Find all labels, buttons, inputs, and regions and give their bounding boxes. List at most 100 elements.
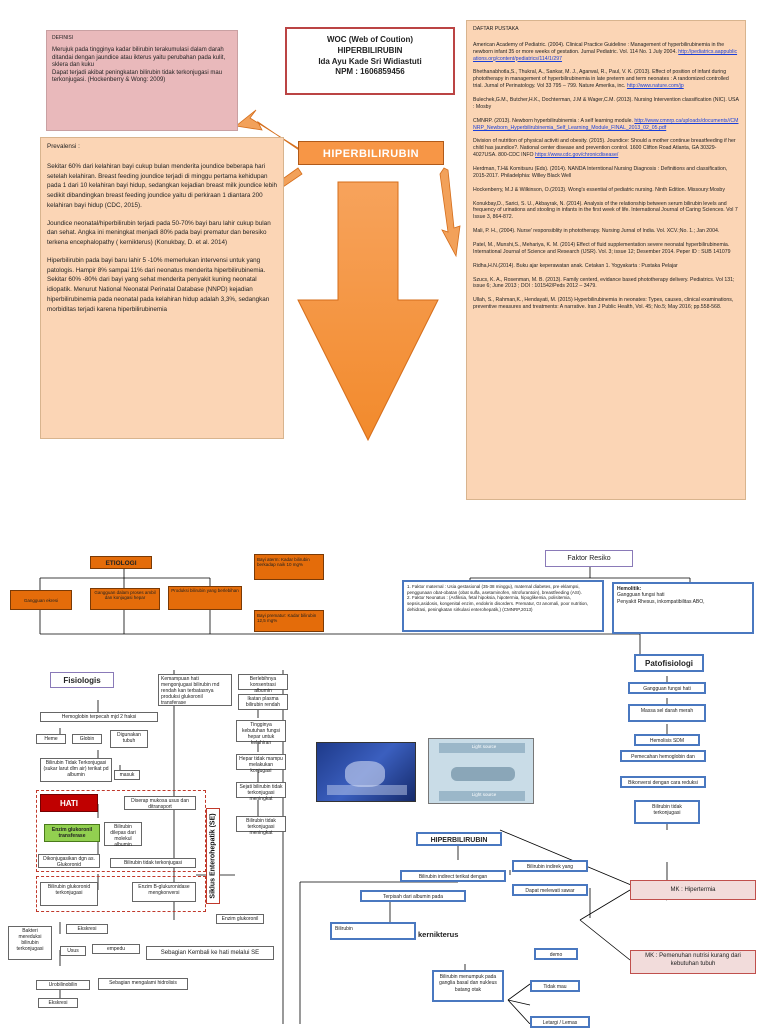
digunakan-tubuh-box: Digunakan tubuh — [110, 730, 148, 748]
middle-step-2: Berlebihnya konsentrasi albumin — [238, 674, 288, 694]
faktor-resiko-list-1: 1. Faktor maternal : Usia gestasional (3… — [402, 580, 604, 632]
reference-link[interactable]: http://www.nature.com/jp — [626, 83, 684, 90]
reference-text: Mali, P. H., (2004). Nurse' responsiblit… — [473, 228, 720, 235]
ekskresi-box-2: Ekskresi — [38, 998, 78, 1008]
reference-text: Bhethanabhotla,S., Thukral, A., Sankar, … — [473, 69, 729, 90]
urobilinobilin-box: Urobilinobilin — [36, 980, 90, 990]
etiologi-label: ETIOLOGI — [90, 556, 152, 569]
center-title: HIPERBILIRUBIN — [298, 141, 444, 165]
bottom-step-6: Bilirubin menumpuk pada ganglia basal da… — [432, 970, 504, 1002]
ekskresi-box-1: Ekskresi — [66, 924, 108, 934]
heme-box: Heme — [36, 734, 66, 744]
bottom-step-4: Dapat melewati sawar — [512, 884, 588, 896]
faktor-resiko-label: Faktor Resiko — [545, 550, 633, 567]
bilirubin-dilepas-box: Bilirubin dilepas dari molekul albumin — [104, 822, 142, 848]
patofisiologi-step-1: Gangguan fungsi hati — [628, 682, 706, 694]
definisi-box: DEFINISI Merujuk pada tingginya kadar bi… — [46, 30, 238, 131]
patofisiologi-step-4: Pemecahan hemoglobin dan — [620, 750, 706, 762]
hemolitik-title: Hemolitik: — [617, 586, 642, 592]
reference-link[interactable]: http://www.cmnrp.ca/uploads/documents//C… — [473, 117, 739, 131]
infant-silhouette — [345, 761, 385, 787]
hemolitik-text: Gangguan fungsi hati Penyakit Rhesus, in… — [617, 592, 705, 605]
enzim-glukoronil-box: Enzim glukoronil — [216, 914, 264, 924]
mk-nutrisi: MK : Pemenuhan nutrisi kurang dari kebut… — [630, 950, 756, 974]
reference-item: Bhethanabhotla,S., Thukral, A., Sankar, … — [473, 69, 739, 90]
prevalensi-box: Prevalensi : Sekitar 60% dari kelahiran … — [40, 137, 284, 439]
middle-step-6: Sejati bilirubin tidak terkonjugasi meni… — [236, 782, 286, 802]
patofisiologi-label: Patofisiologi — [634, 654, 704, 672]
reference-item: Patel, M., Munshi,S., Mehariya, K. M. (2… — [473, 242, 739, 256]
usus-box: Usus — [60, 946, 86, 956]
bottom-step-3: Bilirubin indirek yang — [512, 860, 588, 872]
patofisiologi-step-3: Hemolisis SDM — [634, 734, 700, 746]
daftar-pustaka-heading: DAFTAR PUSTAKA — [473, 26, 519, 32]
reference-item: Mali, P. H., (2004). Nurse' responsiblit… — [473, 228, 739, 235]
globin-box: Globin — [72, 734, 102, 744]
etiologi-item-1: Gangguan ekresi — [10, 590, 72, 610]
bottom-step-5: Bilirubin — [330, 922, 416, 940]
definisi-heading: DEFINISI — [52, 35, 74, 41]
middle-step-1: Kemampuan hati mengonjugasi bilirubin rn… — [158, 674, 232, 706]
bilirubin-glukoronid-box: Bilirubin glukoronid terkonjugasi — [40, 882, 98, 906]
bottom-step-8: Tidak mau — [530, 980, 580, 992]
etiologi-item-2: Gangguan dalam proses ambil dan konjugas… — [90, 588, 160, 610]
dikonjugasikan-box: Dikonjugasikan dgn as. Glukoronid — [38, 854, 100, 868]
woc-title-box: WOC (Web of Coution) HIPERBILIRUBIN Ida … — [285, 27, 455, 95]
light-source-top — [439, 743, 525, 753]
bilirubin-tidak-terkonjugasi-2-box: Bilirubin tidak terkonjugasi — [110, 858, 196, 868]
woc-line-2: HIPERBILIRUBIN — [337, 45, 403, 55]
blanket-shape — [327, 785, 407, 795]
reference-item: Bulechek,G.M., Butcher,H.K., Dochterman,… — [473, 97, 739, 111]
mk-hipertermia: MK : Hipertermia — [630, 880, 756, 900]
reference-text: Patel, M., Munshi,S., Mehariya, K. M. (2… — [473, 242, 731, 255]
reference-text: Hockenberry, M.J & Wilkinson, O.(2013). … — [473, 186, 725, 193]
enzim-box: Enzim glukoronil transferase — [44, 824, 100, 842]
bottom-step-1: Bilirubin indirect terikat dengan — [400, 870, 506, 882]
woc-line-1: WOC (Web of Coution) — [326, 35, 414, 44]
reference-text: American Academy of Pediatric. (2004). C… — [473, 41, 725, 55]
light-source-label-bottom: Light source — [471, 792, 497, 797]
siklus-enterohepatik-label: Siklus Enterohepatik (SE) — [209, 813, 217, 899]
reference-link[interactable]: http://pediatrics.aappublications.org/co… — [473, 48, 738, 62]
siklus-enterohepatik-box: Siklus Enterohepatik (SE) — [206, 808, 220, 904]
hati-box: HATI — [40, 794, 98, 812]
enzim-b-glukuronidase-box: Enzim B-glukuronidase mengkonversi — [132, 882, 196, 902]
phototherapy-diagram: Light source Light source — [428, 738, 534, 804]
reference-text: Division of nutrition of physical activi… — [473, 138, 736, 159]
hidrolisis-box: Sebagian mengalami hidrolisis — [98, 978, 188, 990]
definisi-text-2: Dapat terjadi akibat peningkatan bilirub… — [52, 69, 223, 84]
definisi-text-1: Merujuk pada tingginya kadar bilirubin t… — [52, 47, 226, 69]
infant-figure — [451, 767, 515, 781]
middle-step-7: Bilirubin tidak terkonjugasi meningkat — [236, 816, 286, 836]
patofisiologi-step-6: Bilirubin tidak terkonjugasi — [634, 800, 700, 824]
etiologi-side-2: Bayi prematur: Kadar bilirubin 12,5 mg% — [254, 610, 324, 632]
hati-dashed-group — [36, 790, 206, 872]
reference-text: CMNRP. (2013). Newborn hyperbilirubinemi… — [473, 117, 633, 124]
reference-list: American Academy of Pediatric. (2004). C… — [473, 42, 739, 311]
kembali-ke-hati-box: Sebagian Kembali ke hati melalui SE — [146, 946, 274, 960]
reference-item: Division of nutrition of physical activi… — [473, 138, 739, 159]
reference-text: Konukbay,D., Sarici, S. U., Akbayrak, N.… — [473, 200, 738, 221]
daftar-pustaka-box: DAFTAR PUSTAKA American Academy of Pedia… — [466, 20, 746, 500]
woc-line-4: NPM : 1606859456 — [335, 67, 405, 77]
reference-item: Konukbay,D., Sarici, S. U., Akbayrak, N.… — [473, 201, 739, 222]
reference-item: American Academy of Pediatric. (2004). C… — [473, 42, 739, 63]
phototherapy-photo-1 — [316, 742, 416, 802]
reference-text: Herdman, T.H& Komitsuru (Eds). (2014). N… — [473, 166, 728, 179]
reference-item: Ullah, S., Rahman,K., Hendayati, M. (201… — [473, 297, 739, 311]
fisiologis-label: Fisiologis — [50, 672, 114, 688]
reference-item: Ridha,H.N.(2014). Buku ajar keperawatan … — [473, 263, 739, 270]
light-source-label-top: Light source — [471, 744, 497, 749]
etiologi-item-3: Produksi bilirubin yang berlebihan — [168, 586, 242, 610]
diserap-box: Diserap mukosa usus dan ditransport — [124, 796, 196, 810]
reference-text: Ullah, S., Rahman,K., Hendayati, M. (201… — [473, 297, 734, 311]
prevalensi-heading: Prevalensi : — [47, 143, 80, 150]
reference-item: CMNRP. (2013). Newborn hyperbilirubinemi… — [473, 118, 739, 132]
reference-item: Hockenberry, M.J & Wilkinson, O.(2013). … — [473, 187, 739, 194]
reference-link[interactable]: https://www.cdc.gov/chronicdisease/ — [535, 152, 619, 159]
prevalensi-text-1: Sekitar 60% dari kelahiran bayi cukup bu… — [47, 162, 277, 209]
prevalensi-text-2: Joundice neonatal/hiperbilirubin terjadi… — [47, 219, 271, 247]
middle-step-3: Ikatan plasma bilirubin rendah — [238, 694, 288, 710]
masuk-box: masuk — [114, 770, 140, 780]
bottom-step-2: Terpisah dari albumin pada — [360, 890, 466, 902]
